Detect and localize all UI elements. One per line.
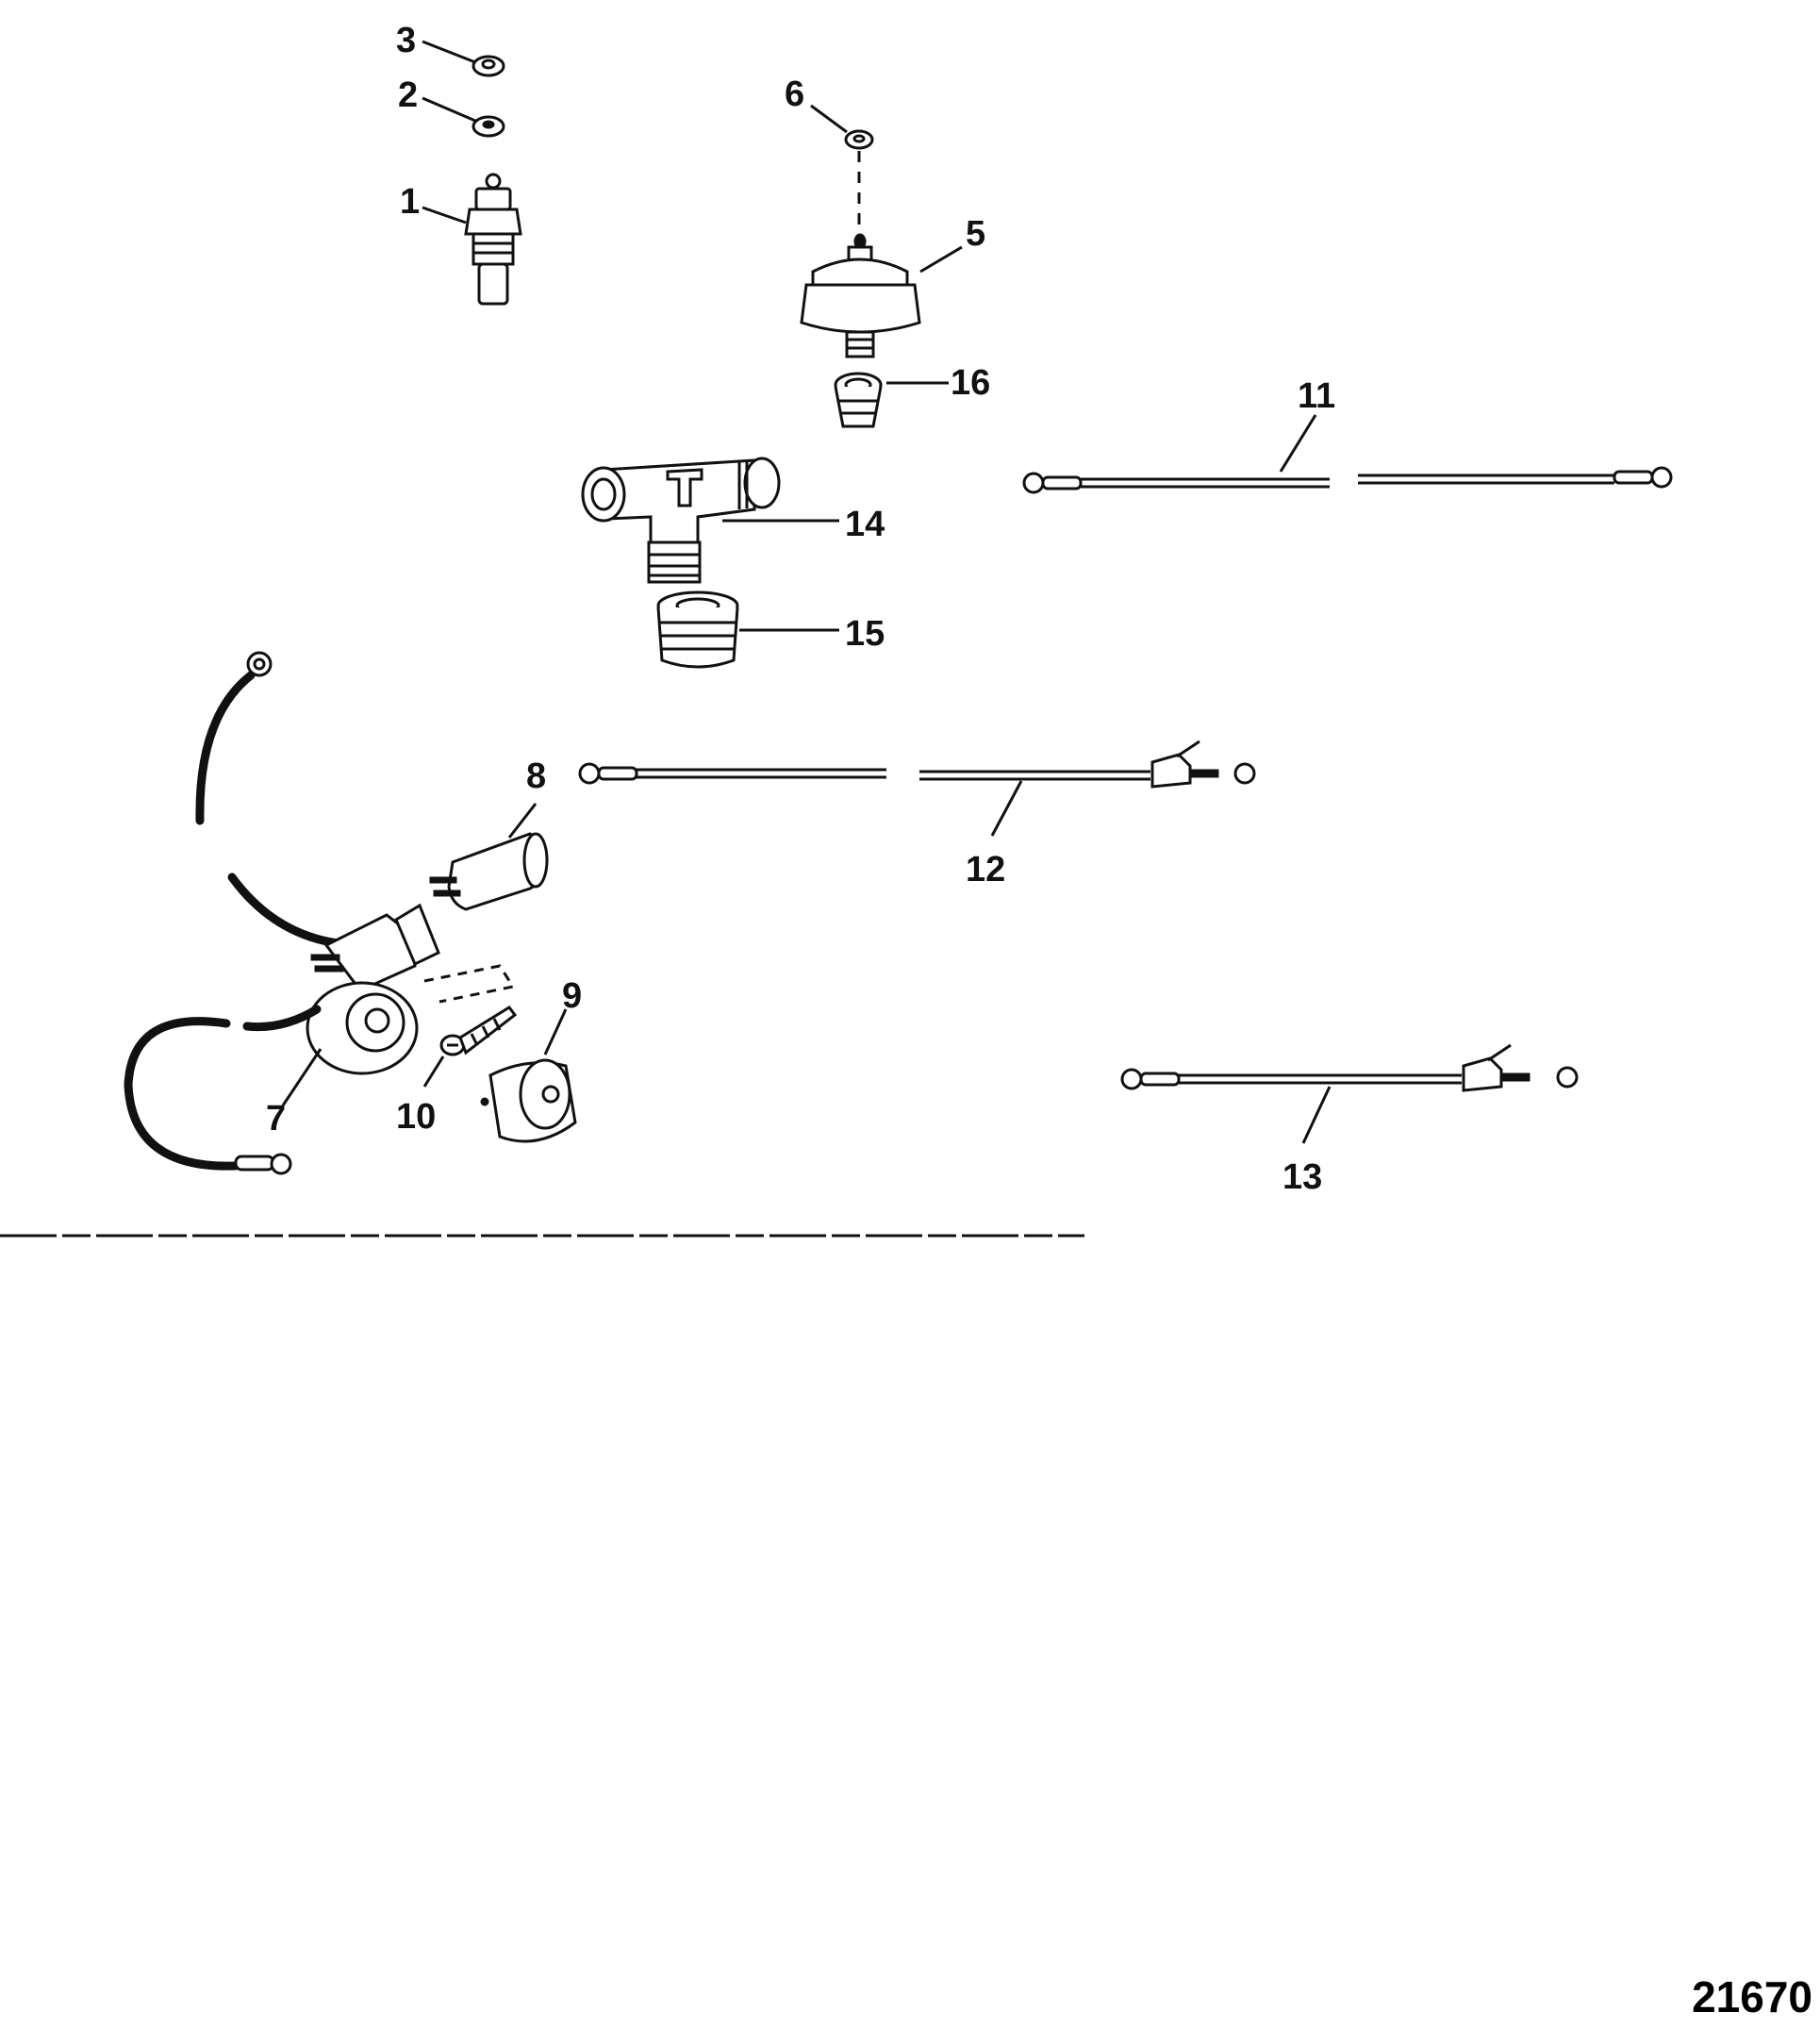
part-8-connector [429,832,549,911]
part-3-nut [472,55,505,77]
leader-10 [422,1056,445,1088]
leader-13 [1301,1086,1332,1144]
callout-14: 14 [845,505,885,544]
callout-6: 6 [785,75,804,114]
callout-16: 16 [951,363,990,403]
leader-6 [810,104,848,134]
part-1-temperature-sender [464,173,522,306]
callout-10: 10 [396,1097,436,1137]
part-14-tee-fitting [581,457,781,584]
part-12-wire-lead [578,740,1256,789]
callout-12: 12 [966,850,1005,889]
callout-7: 7 [266,1099,286,1139]
callout-8: 8 [526,756,546,796]
part-13-wire-lead [1120,1043,1579,1092]
callout-3: 3 [396,21,416,60]
leader-1 [422,206,467,224]
leader-11 [1279,414,1317,473]
part-15-adapter [656,590,739,669]
leader-8 [507,803,538,839]
figure-number: 21670 [1692,1972,1812,2021]
callout-5: 5 [966,214,985,254]
part-9-horn-cap [480,1058,577,1143]
part-5-pressure-sender [800,233,921,358]
part-6-nut [844,129,874,150]
leader-3 [422,40,476,64]
part-10-screw [439,1006,518,1056]
leader-7 [281,1048,323,1106]
callout-1: 1 [400,182,420,222]
part-2-washer [472,115,505,138]
leader-2 [422,96,476,123]
part-16-bushing [834,372,883,428]
callout-11: 11 [1298,376,1335,416]
callout-9: 9 [562,976,582,1016]
leader-12 [990,780,1023,837]
mounting-reference [423,964,516,1004]
leader-9 [543,1008,568,1056]
part-11-wire-lead [1022,466,1673,494]
callout-2: 2 [398,75,418,115]
leader-5 [919,245,963,274]
callout-15: 15 [845,614,885,654]
part-7-warning-horn [124,651,440,1175]
callout-13: 13 [1282,1157,1322,1197]
